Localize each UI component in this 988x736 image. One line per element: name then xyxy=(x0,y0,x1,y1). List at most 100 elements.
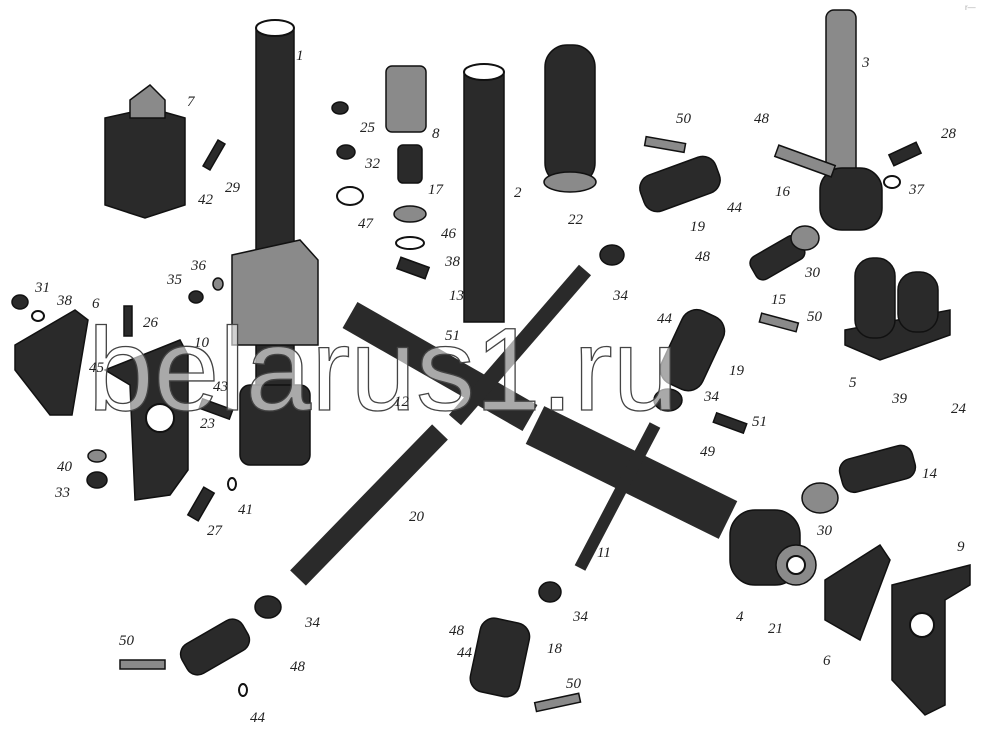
pin-50-bottom xyxy=(119,659,166,670)
part-9-hole xyxy=(909,612,935,638)
washer-36 xyxy=(212,277,224,291)
part-labels: 1 7 25 8 2 22 50 48 3 28 32 17 42 29 47 … xyxy=(34,48,967,726)
part-30-nut-b xyxy=(801,482,839,514)
label: 32 xyxy=(364,156,381,172)
part-28-bolt xyxy=(887,141,923,167)
label: 38 xyxy=(444,254,461,270)
label: 13 xyxy=(449,288,464,304)
label: 48 xyxy=(449,623,465,639)
label: 19 xyxy=(690,219,706,235)
label: 44 xyxy=(250,710,266,726)
label: 6 xyxy=(92,296,100,312)
part-1-tube xyxy=(231,19,319,466)
label: 35 xyxy=(166,272,183,288)
label: 33 xyxy=(54,485,70,501)
label: 34 xyxy=(612,288,629,304)
label: 49 xyxy=(700,444,716,460)
label: 19 xyxy=(729,363,745,379)
part-5-bracket xyxy=(844,257,951,361)
label: 50 xyxy=(807,309,823,325)
label: 51 xyxy=(752,414,767,430)
part-46-washer xyxy=(393,205,427,223)
label: 37 xyxy=(908,182,926,198)
part-29-bolt xyxy=(202,138,226,172)
part-9-plate xyxy=(891,564,971,716)
washer-38 xyxy=(31,310,45,322)
part-17-spring xyxy=(397,144,423,184)
label: 42 xyxy=(198,192,214,208)
label: 27 xyxy=(207,523,224,539)
label: 23 xyxy=(200,416,215,432)
part-7-box xyxy=(104,84,186,219)
nut-34-b xyxy=(653,388,683,412)
part-16-pin xyxy=(773,144,837,178)
part-30-nut xyxy=(790,225,820,251)
label: 48 xyxy=(695,249,711,265)
label: 40 xyxy=(57,459,73,475)
nut-34-d xyxy=(538,581,562,603)
label: 25 xyxy=(360,120,376,136)
part-19-clevis-2 xyxy=(659,308,726,392)
label: 47 xyxy=(358,216,375,232)
label: 44 xyxy=(457,645,473,661)
part-37-washer xyxy=(883,175,901,189)
part-12-shaft xyxy=(342,301,538,432)
label: 41 xyxy=(238,502,253,518)
label: 5 xyxy=(849,375,857,391)
clevis-bottom-left xyxy=(179,618,251,676)
label: 24 xyxy=(951,401,967,417)
label: 51 xyxy=(445,328,460,344)
label: 12 xyxy=(394,394,410,410)
label: 31 xyxy=(34,280,50,296)
nut-35 xyxy=(188,290,204,304)
label: 50 xyxy=(119,633,135,649)
nut-31 xyxy=(11,294,29,310)
label: 34 xyxy=(304,615,321,631)
label: 48 xyxy=(754,111,770,127)
label: 36 xyxy=(190,258,207,274)
label: 9 xyxy=(957,539,965,555)
part-25-bolt xyxy=(331,101,349,115)
corner-mark: r— xyxy=(965,3,976,12)
part-8-bush xyxy=(385,65,427,133)
part-13-pin xyxy=(395,256,431,280)
part-38-ring xyxy=(395,236,425,250)
label: 28 xyxy=(941,126,957,142)
label: 15 xyxy=(771,292,787,308)
part-18-clevis xyxy=(469,617,531,698)
upper-shaft xyxy=(448,264,592,426)
part-19-clevis xyxy=(639,155,721,213)
nut-33 xyxy=(86,471,108,489)
part-2-tube xyxy=(463,63,505,323)
part-14-spring xyxy=(838,444,917,494)
label: 29 xyxy=(225,180,241,196)
label: 26 xyxy=(143,315,159,331)
label: 22 xyxy=(568,212,584,228)
label: 50 xyxy=(676,111,692,127)
part-21-washer-hole xyxy=(786,555,806,575)
part-50-pin xyxy=(643,135,687,154)
label: 10 xyxy=(194,335,210,351)
label: 20 xyxy=(409,509,425,525)
label: 46 xyxy=(441,226,457,242)
part-20-shaft xyxy=(290,424,448,586)
label: 6 xyxy=(823,653,831,669)
label: 1 xyxy=(296,48,304,64)
part-22-grip xyxy=(543,44,597,193)
washer-44 xyxy=(238,683,248,697)
part-3-lever xyxy=(819,9,883,231)
label: 34 xyxy=(572,609,589,625)
part-47-clamp xyxy=(336,186,364,206)
label: 17 xyxy=(428,182,445,198)
label: 38 xyxy=(56,293,73,309)
label: 3 xyxy=(861,55,870,71)
label: 30 xyxy=(804,265,821,281)
bolt-23 xyxy=(198,397,234,421)
label: 18 xyxy=(547,641,563,657)
label: 8 xyxy=(432,126,440,142)
bolt-26 xyxy=(123,305,133,337)
bolt-27 xyxy=(186,486,216,522)
label: 16 xyxy=(775,184,791,200)
label: 2 xyxy=(514,185,522,201)
